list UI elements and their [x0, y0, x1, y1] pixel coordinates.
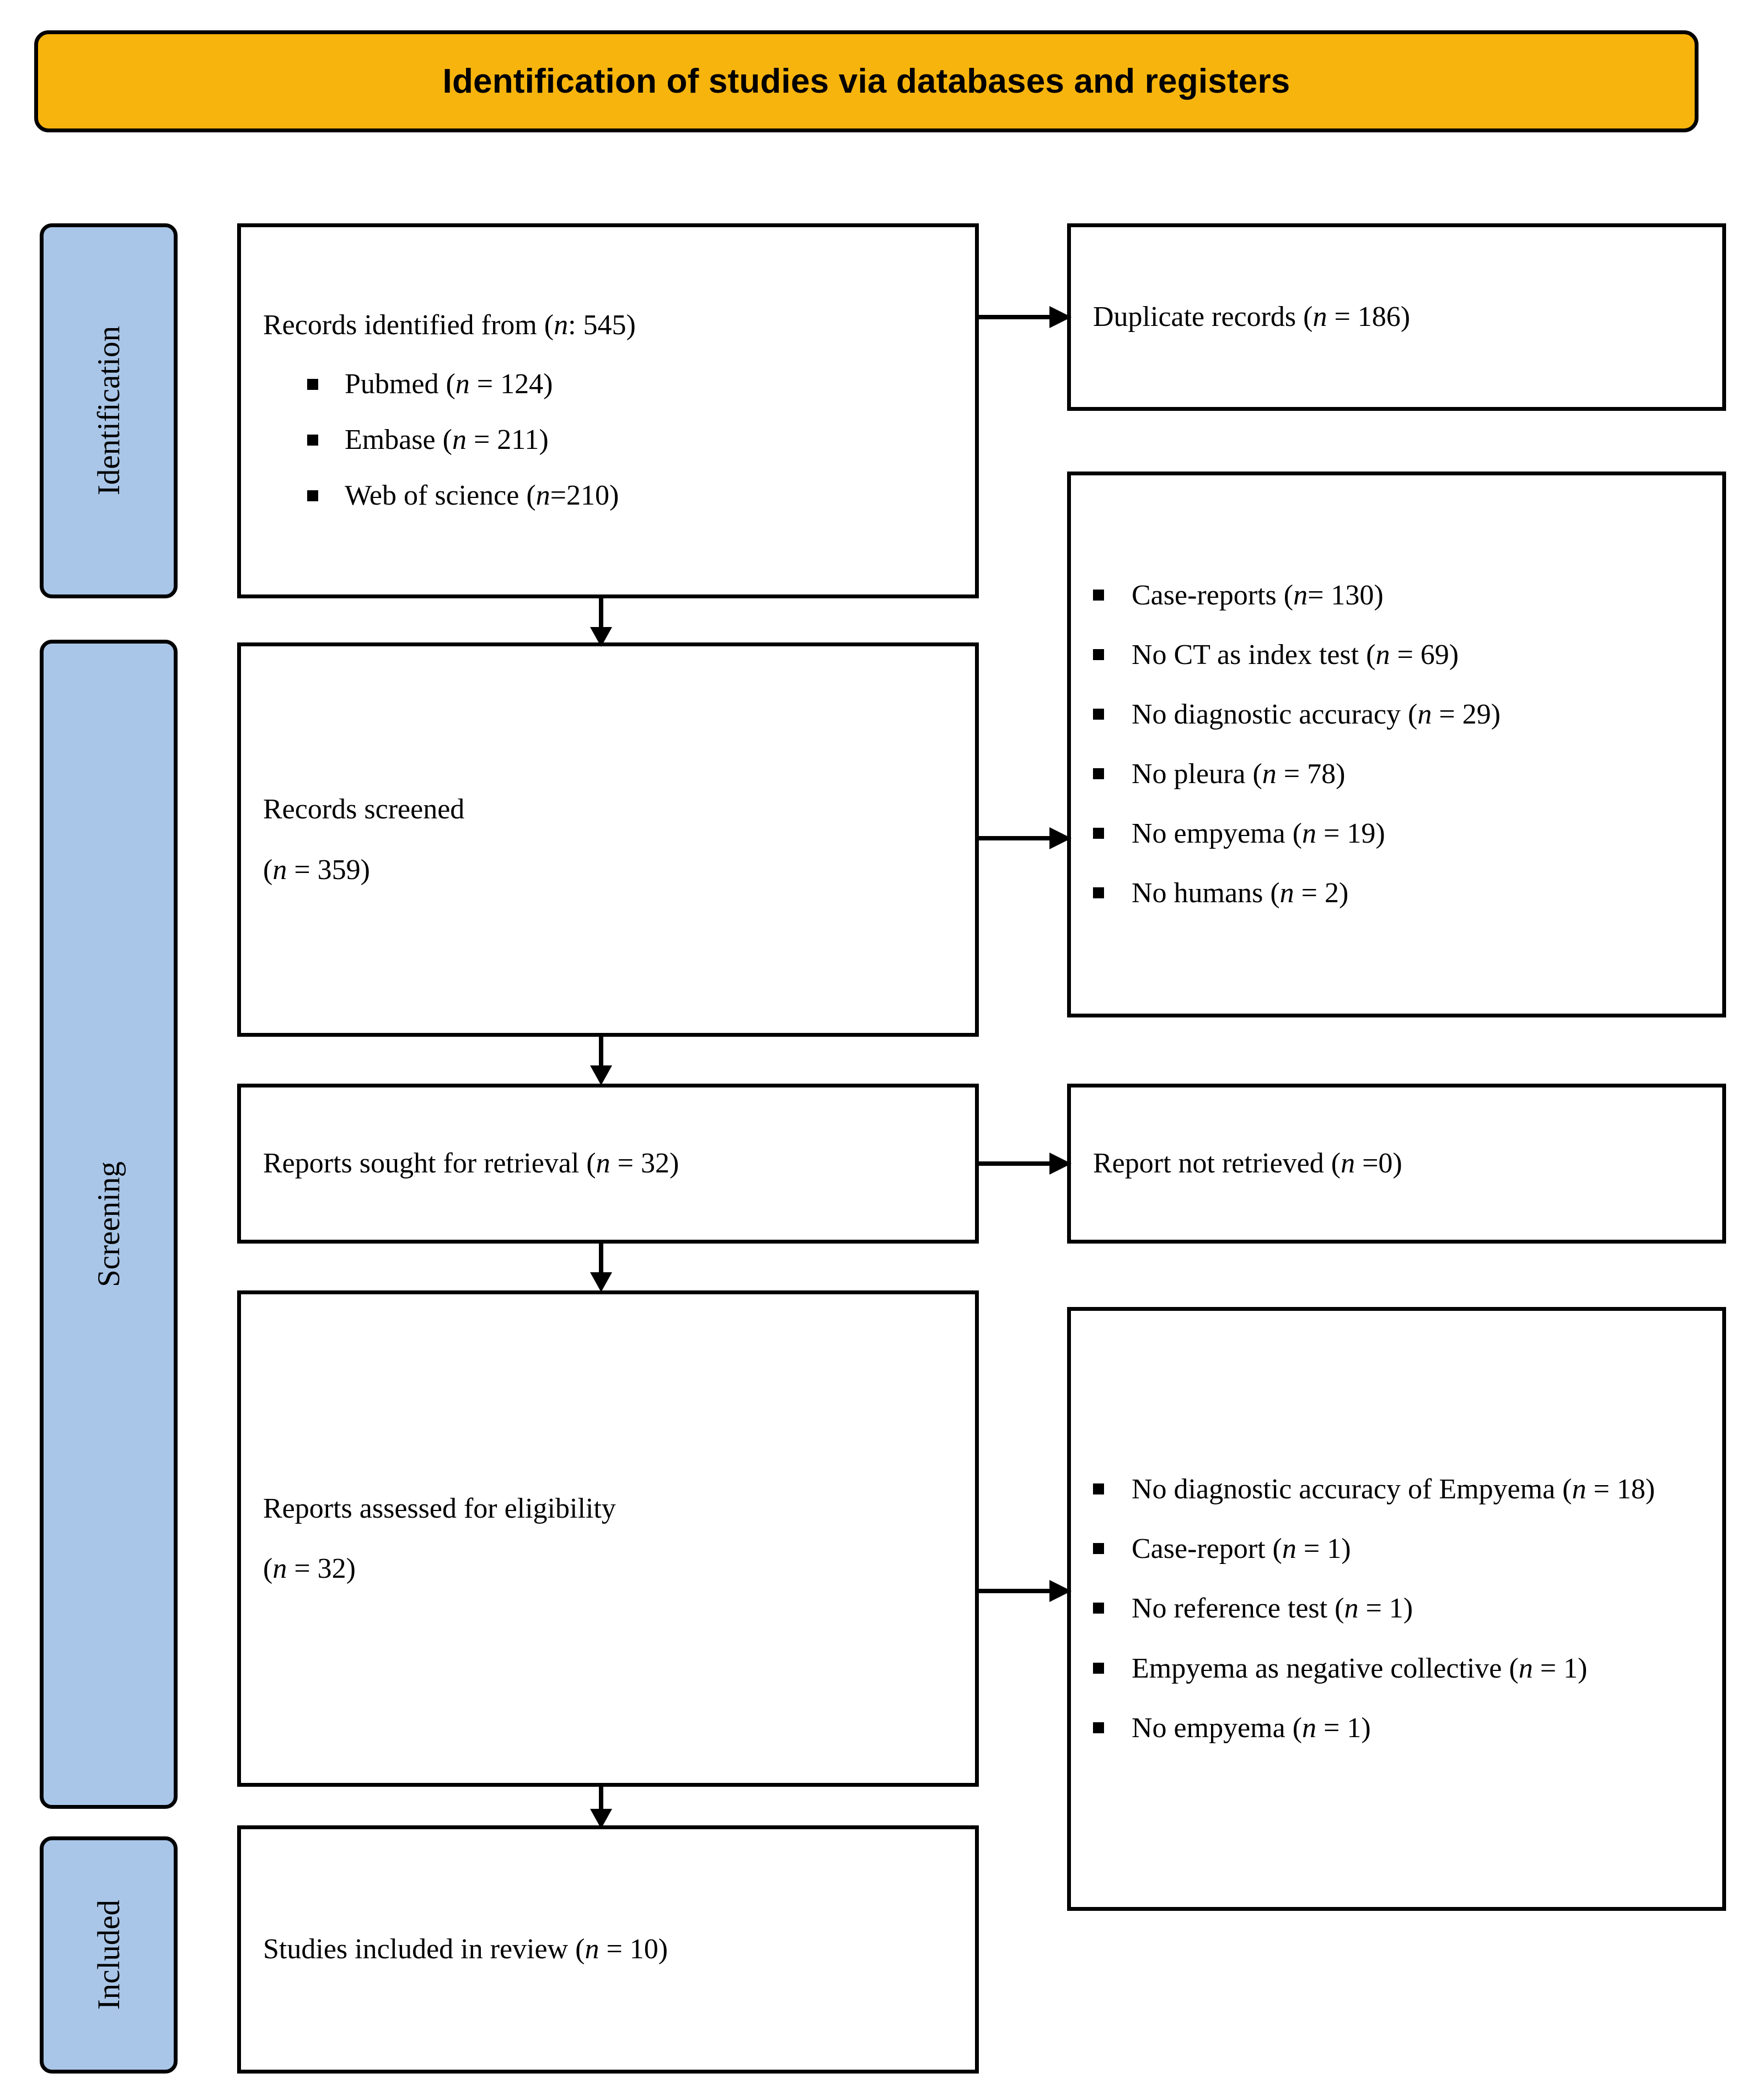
reports-assessed-line2: (n = 32): [263, 1553, 356, 1584]
list-item: No diagnostic accuracy (n = 29): [1093, 692, 1700, 737]
records-identified-source-embase: Embase (n = 211): [307, 417, 953, 463]
stage-label-screening: Screening: [40, 640, 178, 1809]
stage-label-identification: Identification: [40, 223, 178, 598]
arrow-assessed-to-included: [585, 1787, 618, 1830]
studies-included-text: Studies included in review (n = 10): [263, 1933, 668, 1965]
square-bullet-icon: [1093, 1603, 1104, 1614]
list-item: No empyema (n = 1): [1093, 1706, 1700, 1751]
list-item-text: No humans (n = 2): [1132, 877, 1349, 909]
box-reports-assessed: Reports assessed for eligibility (n = 32…: [237, 1290, 979, 1787]
records-identified-source-pubmed-text: Pubmed (n = 124): [345, 368, 553, 400]
square-bullet-icon: [1093, 589, 1104, 601]
list-item: No diagnostic accuracy of Empyema (n = 1…: [1093, 1467, 1700, 1512]
stage-label-identification-text: Identification: [91, 326, 126, 496]
list-item: No pleura (n = 78): [1093, 752, 1700, 797]
box-report-not-retrieved: Report not retrieved (n =0): [1067, 1084, 1726, 1244]
records-identified-source-wos-text: Web of science (n=210): [345, 480, 619, 512]
box-duplicate-records: Duplicate records (n = 186): [1067, 223, 1726, 411]
box-records-excluded-screening: Case-reports (n= 130) No CT as index tes…: [1067, 472, 1726, 1017]
records-screened-line2: (n = 359): [263, 854, 370, 886]
square-bullet-icon: [1093, 828, 1104, 839]
arrow-sought-to-not-retrieved: [979, 1147, 1073, 1180]
box-studies-included: Studies included in review (n = 10): [237, 1825, 979, 2074]
square-bullet-icon: [1093, 768, 1104, 779]
stage-label-included-text: Included: [91, 1900, 126, 2010]
square-bullet-icon: [1093, 1722, 1104, 1733]
reports-assessed-line1: Reports assessed for eligibility: [263, 1492, 616, 1524]
square-bullet-icon: [1093, 1483, 1104, 1495]
reports-sought-text: Reports sought for retrieval (n = 32): [263, 1148, 679, 1180]
arrow-identified-to-screened: [585, 598, 618, 648]
list-item-text: No empyema (n = 1): [1132, 1712, 1371, 1744]
arrow-sought-to-assessed: [585, 1244, 618, 1293]
arrow-screened-to-sought: [585, 1037, 618, 1086]
page-title: Identification of studies via databases …: [442, 62, 1290, 100]
list-item: No humans (n = 2): [1093, 871, 1700, 916]
arrow-assessed-to-excluded: [979, 1574, 1073, 1608]
square-bullet-icon: [307, 434, 318, 446]
list-item: No CT as index test (n = 69): [1093, 633, 1700, 678]
box-reports-sought: Reports sought for retrieval (n = 32): [237, 1084, 979, 1244]
box-records-screened: Records screened (n = 359): [237, 642, 979, 1037]
records-identified-heading: Records identified from (n: 545): [263, 309, 636, 341]
list-item-text: Empyema as negative collective (n = 1): [1132, 1652, 1588, 1684]
list-item: Case-report (n = 1): [1093, 1526, 1700, 1572]
records-identified-source-pubmed: Pubmed (n = 124): [307, 361, 953, 407]
stage-label-screening-text: Screening: [91, 1161, 126, 1287]
square-bullet-icon: [307, 490, 318, 502]
list-item: Empyema as negative collective (n = 1): [1093, 1646, 1700, 1691]
arrow-screened-to-excluded: [979, 822, 1073, 855]
box-records-identified: Records identified from (n: 545) Pubmed …: [237, 223, 979, 598]
square-bullet-icon: [1093, 708, 1104, 720]
reports-excluded-eligibility-list: No diagnostic accuracy of Empyema (n = 1…: [1093, 1467, 1700, 1751]
duplicate-records-text: Duplicate records (n = 186): [1093, 301, 1411, 333]
list-item: No reference test (n = 1): [1093, 1586, 1700, 1631]
list-item-text: No pleura (n = 78): [1132, 758, 1346, 790]
list-item: No empyema (n = 19): [1093, 811, 1700, 856]
square-bullet-icon: [1093, 887, 1104, 899]
records-screened-line1: Records screened: [263, 794, 465, 826]
list-item: Case-reports (n= 130): [1093, 573, 1700, 618]
records-identified-source-embase-text: Embase (n = 211): [345, 424, 549, 456]
square-bullet-icon: [1093, 1543, 1104, 1555]
arrow-identified-to-duplicates: [979, 301, 1073, 334]
records-excluded-screening-list: Case-reports (n= 130) No CT as index tes…: [1093, 573, 1700, 917]
list-item-text: No reference test (n = 1): [1132, 1593, 1413, 1625]
square-bullet-icon: [1093, 1662, 1104, 1674]
square-bullet-icon: [1093, 649, 1104, 660]
box-reports-excluded-eligibility: No diagnostic accuracy of Empyema (n = 1…: [1067, 1307, 1726, 1911]
square-bullet-icon: [307, 378, 318, 390]
diagram-title-banner: Identification of studies via databases …: [34, 30, 1699, 132]
list-item-text: No diagnostic accuracy of Empyema (n = 1…: [1132, 1474, 1655, 1506]
list-item-text: No empyema (n = 19): [1132, 818, 1385, 850]
records-identified-source-wos: Web of science (n=210): [307, 473, 953, 518]
stage-label-included: Included: [40, 1836, 178, 2074]
list-item-text: No CT as index test (n = 69): [1132, 639, 1459, 671]
list-item-text: Case-reports (n= 130): [1132, 579, 1384, 611]
report-not-retrieved-text: Report not retrieved (n =0): [1093, 1148, 1402, 1180]
list-item-text: No diagnostic accuracy (n = 29): [1132, 698, 1501, 730]
list-item-text: Case-report (n = 1): [1132, 1533, 1351, 1565]
